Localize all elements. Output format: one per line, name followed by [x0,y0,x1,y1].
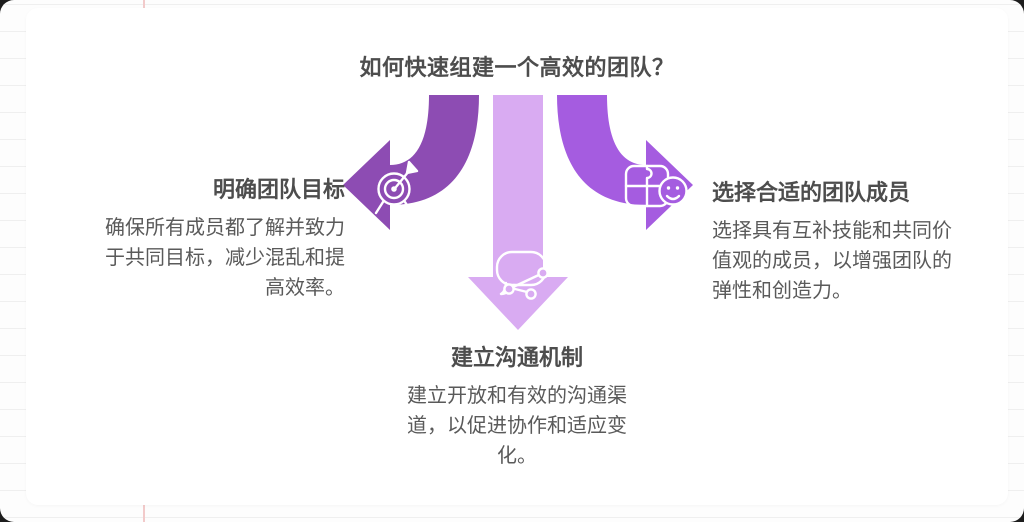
puzzle-smiley-icon [624,164,688,208]
branch-goal-section: 明确团队目标 确保所有成员都了解并致力于共同目标，减少混乱和提高效率。 [95,172,345,303]
branch-members-heading: 选择合适的团队成员 [712,180,911,205]
branch-communication-body: 建立开放和有效的沟通渠道，以促进协作和适应变化。 [407,385,627,467]
target-goal-icon [374,160,419,215]
branch-members-section: 选择合适的团队成员 选择具有互补技能和共同价值观的成员，以增强团队的弹性和创造力… [712,175,962,306]
down-arrow [468,95,568,330]
speech-bubble-share-icon [495,250,549,300]
branch-goal-heading: 明确团队目标 [212,177,345,202]
branch-members-body: 选择具有互补技能和共同价值观的成员，以增强团队的弹性和创造力。 [712,220,952,302]
branch-communication-section: 建立沟通机制 建立开放和有效的沟通渠道，以促进协作和适应变化。 [402,340,632,471]
branch-goal-body: 确保所有成员都了解并致力于共同目标，减少混乱和提高效率。 [105,217,345,299]
branch-communication-heading: 建立沟通机制 [450,345,583,370]
right-arrow [557,95,693,230]
main-question-title: 如何快速组建一个高效的团队？ [359,55,675,80]
